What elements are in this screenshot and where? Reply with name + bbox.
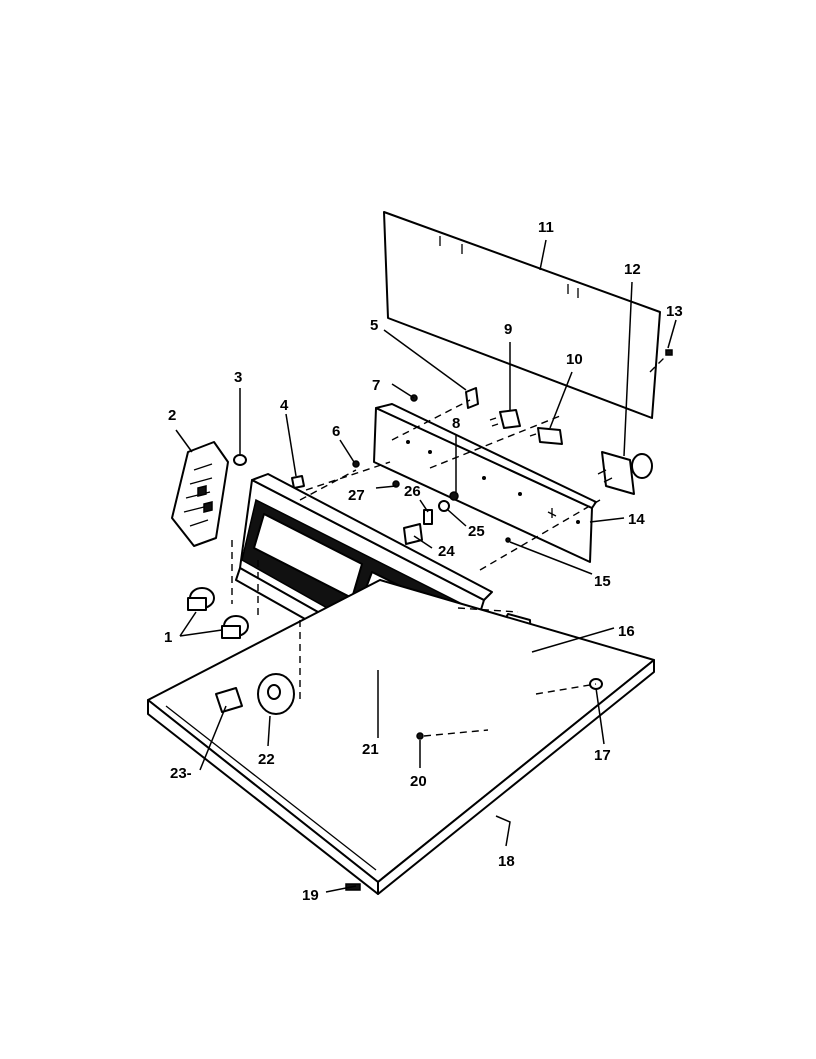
rear-panel-sheet (383, 211, 661, 419)
callout-7: 7 (372, 377, 380, 394)
callout-2: 2 (168, 407, 176, 424)
callout-19: 19 (302, 887, 319, 904)
callout-10: 10 (566, 351, 583, 368)
left-end-cap (171, 441, 229, 547)
callout-8: 8 (452, 415, 460, 432)
callout-11: 11 (538, 219, 554, 236)
callout-27: 27 (348, 487, 365, 504)
leader-lines (175, 239, 677, 893)
timer-motor (597, 451, 653, 495)
callout-9: 9 (504, 321, 512, 338)
knob-1a (187, 587, 215, 611)
callout-1: 1 (164, 629, 172, 646)
callout-14: 14 (628, 511, 645, 528)
clip-4 (291, 475, 305, 489)
screw-13 (665, 349, 673, 356)
hardware-24-27 (352, 394, 511, 740)
callout-17: 17 (594, 747, 611, 764)
callout-21: 21 (362, 741, 379, 758)
callout-12: 12 (624, 261, 641, 278)
callout-16: 16 (618, 623, 635, 640)
clip-5 (465, 387, 479, 409)
callout-13: 13 (666, 303, 683, 320)
knob-23 (215, 687, 243, 713)
callout-5: 5 (370, 317, 378, 334)
callout-25: 25 (468, 523, 485, 540)
callout-18: 18 (498, 853, 515, 870)
callout-22: 22 (258, 751, 275, 768)
callout-15: 15 (594, 573, 611, 590)
nut-3 (233, 454, 247, 466)
assembly-lines (231, 355, 667, 737)
callout-4: 4 (280, 397, 289, 414)
callout-26: 26 (404, 483, 421, 500)
cabinet-top (147, 579, 655, 895)
callout-20: 20 (410, 773, 427, 790)
switch-10 (529, 427, 563, 445)
knob-1b (221, 615, 249, 639)
switch-9 (489, 409, 521, 429)
control-bracket (373, 403, 597, 563)
callout-6: 6 (332, 423, 340, 440)
callout-23: 23- (170, 765, 192, 782)
callout-24: 24 (438, 543, 455, 560)
dial-22 (257, 673, 295, 715)
callouts: 1 2 3 4 5 6 7 8 9 10 11 12 13 14 15 16 1… (164, 219, 683, 904)
callout-3: 3 (234, 369, 242, 386)
